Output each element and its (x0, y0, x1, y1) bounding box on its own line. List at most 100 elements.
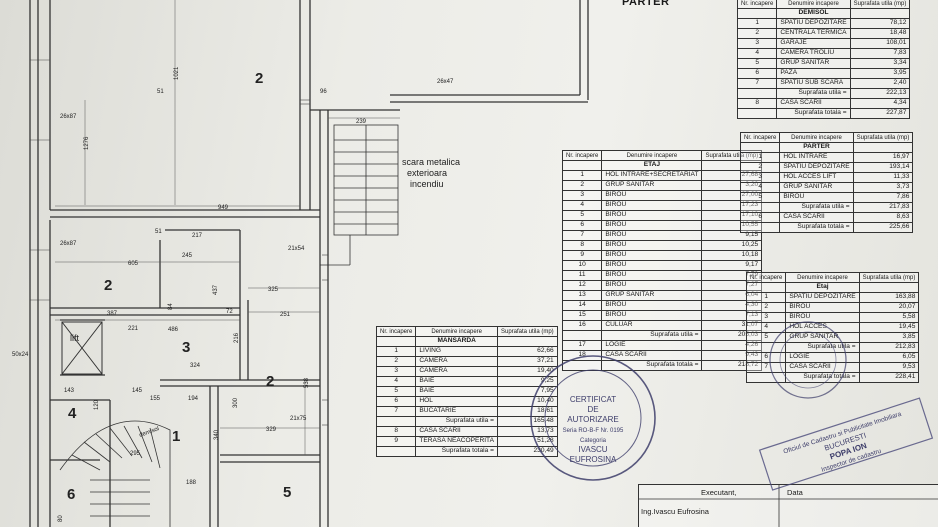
room-name-cell: GRUP SANITAR (601, 290, 703, 301)
room-number-cell: 4 (736, 48, 778, 59)
column-header: Nr. incapere (561, 150, 603, 161)
dimension-label: 21x54 (288, 246, 305, 252)
room-name-cell: SPATIU DEPOZITARE (779, 162, 854, 173)
room-name-cell: BIROU (601, 250, 703, 261)
dimension-label: 300 (233, 397, 239, 408)
area-cell: 10,40 (496, 396, 558, 407)
dimension-label: 217 (192, 233, 203, 239)
room-name-cell: BUCATARIE (415, 406, 498, 417)
room-number-cell: 8 (561, 240, 603, 251)
room-name-cell: GARAJE (776, 38, 851, 49)
area-cell: 3,85 (858, 332, 920, 343)
total-value: 230,49 (496, 446, 558, 457)
room-number-cell: 1 (561, 170, 603, 181)
dimension-label: 486 (168, 327, 179, 333)
lift-label: lift (70, 333, 79, 343)
dimension-label: 143 (64, 388, 75, 394)
room-name-cell: LOGIE (601, 340, 703, 351)
column-header: Denumire incapere (785, 272, 860, 283)
section-title: Etaj (785, 282, 860, 293)
dimension-label: 194 (188, 396, 199, 402)
total-value: 225,66 (852, 222, 914, 233)
area-cell: 10,18 (701, 250, 763, 261)
room-name-cell: HOL ACCES LIFT (779, 172, 854, 183)
subtotal-row: Suprafata utila =217,83 (739, 202, 914, 213)
area-cell: 19,45 (858, 322, 920, 333)
dimension-label: 239 (356, 119, 367, 125)
area-cell: 3,95 (849, 68, 911, 79)
room-number: 1 (172, 428, 180, 445)
total-row: Suprafata totala =225,66 (739, 222, 914, 233)
dimension-label: 216 (234, 332, 240, 343)
dimension-label: 51 (157, 89, 164, 95)
room-name-cell: CASA SCARII (785, 362, 860, 373)
room-number: 2 (266, 373, 274, 390)
util-value: 222,13 (849, 88, 911, 99)
stair-note: incendiu (410, 179, 444, 189)
area-cell: 18,61 (496, 406, 558, 417)
area-table-mansarda: Nr. incapere Denumire incapere Suprafata… (375, 326, 558, 457)
total-row: Suprafata totala =227,87 (736, 108, 911, 119)
room-number-cell: 3 (561, 190, 603, 201)
room-name-cell: SPATIU DEPOZITARE (785, 292, 860, 303)
room-number-cell: 15 (561, 310, 603, 321)
room-name-cell: LIVING (415, 346, 498, 357)
room-number-cell: 6 (745, 352, 787, 363)
blank-cell (375, 446, 417, 457)
room-number-cell: 6 (375, 396, 417, 407)
room-number-cell: 2 (739, 162, 781, 173)
room-name-cell: GRUP SANITAR (779, 182, 854, 193)
dimension-label: 26x87 (60, 241, 77, 247)
area-cell: 9,17 (701, 260, 763, 271)
stair-label: demisol (139, 426, 160, 439)
area-cell: 193,14 (852, 162, 914, 173)
room-number: 3 (182, 339, 190, 356)
util-value: 212,83 (858, 342, 920, 353)
room-name-cell: BIROU (601, 260, 703, 271)
room-number-cell: 12 (561, 280, 603, 291)
room-number: 2 (104, 277, 112, 294)
page-heading: PARTER (622, 0, 670, 8)
room-name-cell: HOL INTRARE (779, 152, 854, 163)
dimension-label: 605 (128, 261, 139, 267)
total-label: Suprafata totala = (415, 446, 498, 457)
column-header: Denumire incapere (601, 150, 703, 161)
util-value: 165,48 (496, 416, 558, 427)
room-name-cell: BIROU (601, 210, 703, 221)
dimension-label: 221 (128, 326, 139, 332)
room-number-cell: 9 (561, 250, 603, 261)
dimension-label: 1276 (84, 136, 90, 150)
area-table-etaj-right: Nr. incapere Denumire incapere Suprafata… (745, 272, 920, 383)
blank-cell (739, 202, 781, 213)
dimension-label: 145 (132, 388, 143, 394)
dimension-label: 96 (320, 89, 327, 95)
room-number-cell: 2 (375, 356, 417, 367)
room-number-cell: 1 (739, 152, 781, 163)
dimension-label: 245 (182, 253, 193, 259)
room-name-cell: HOL (415, 396, 498, 407)
room-number-cell: 5 (736, 58, 778, 69)
room-number-cell: 2 (745, 302, 787, 313)
area-cell: 20,07 (858, 302, 920, 313)
column-header: Suprafata utila (mp) (496, 326, 558, 337)
section-title: DEMISOL (776, 8, 851, 19)
blank-cell (745, 372, 787, 383)
room-number-cell: 3 (739, 172, 781, 183)
column-header: Nr. incapere (739, 132, 781, 143)
area-cell: 51,28 (496, 436, 558, 447)
